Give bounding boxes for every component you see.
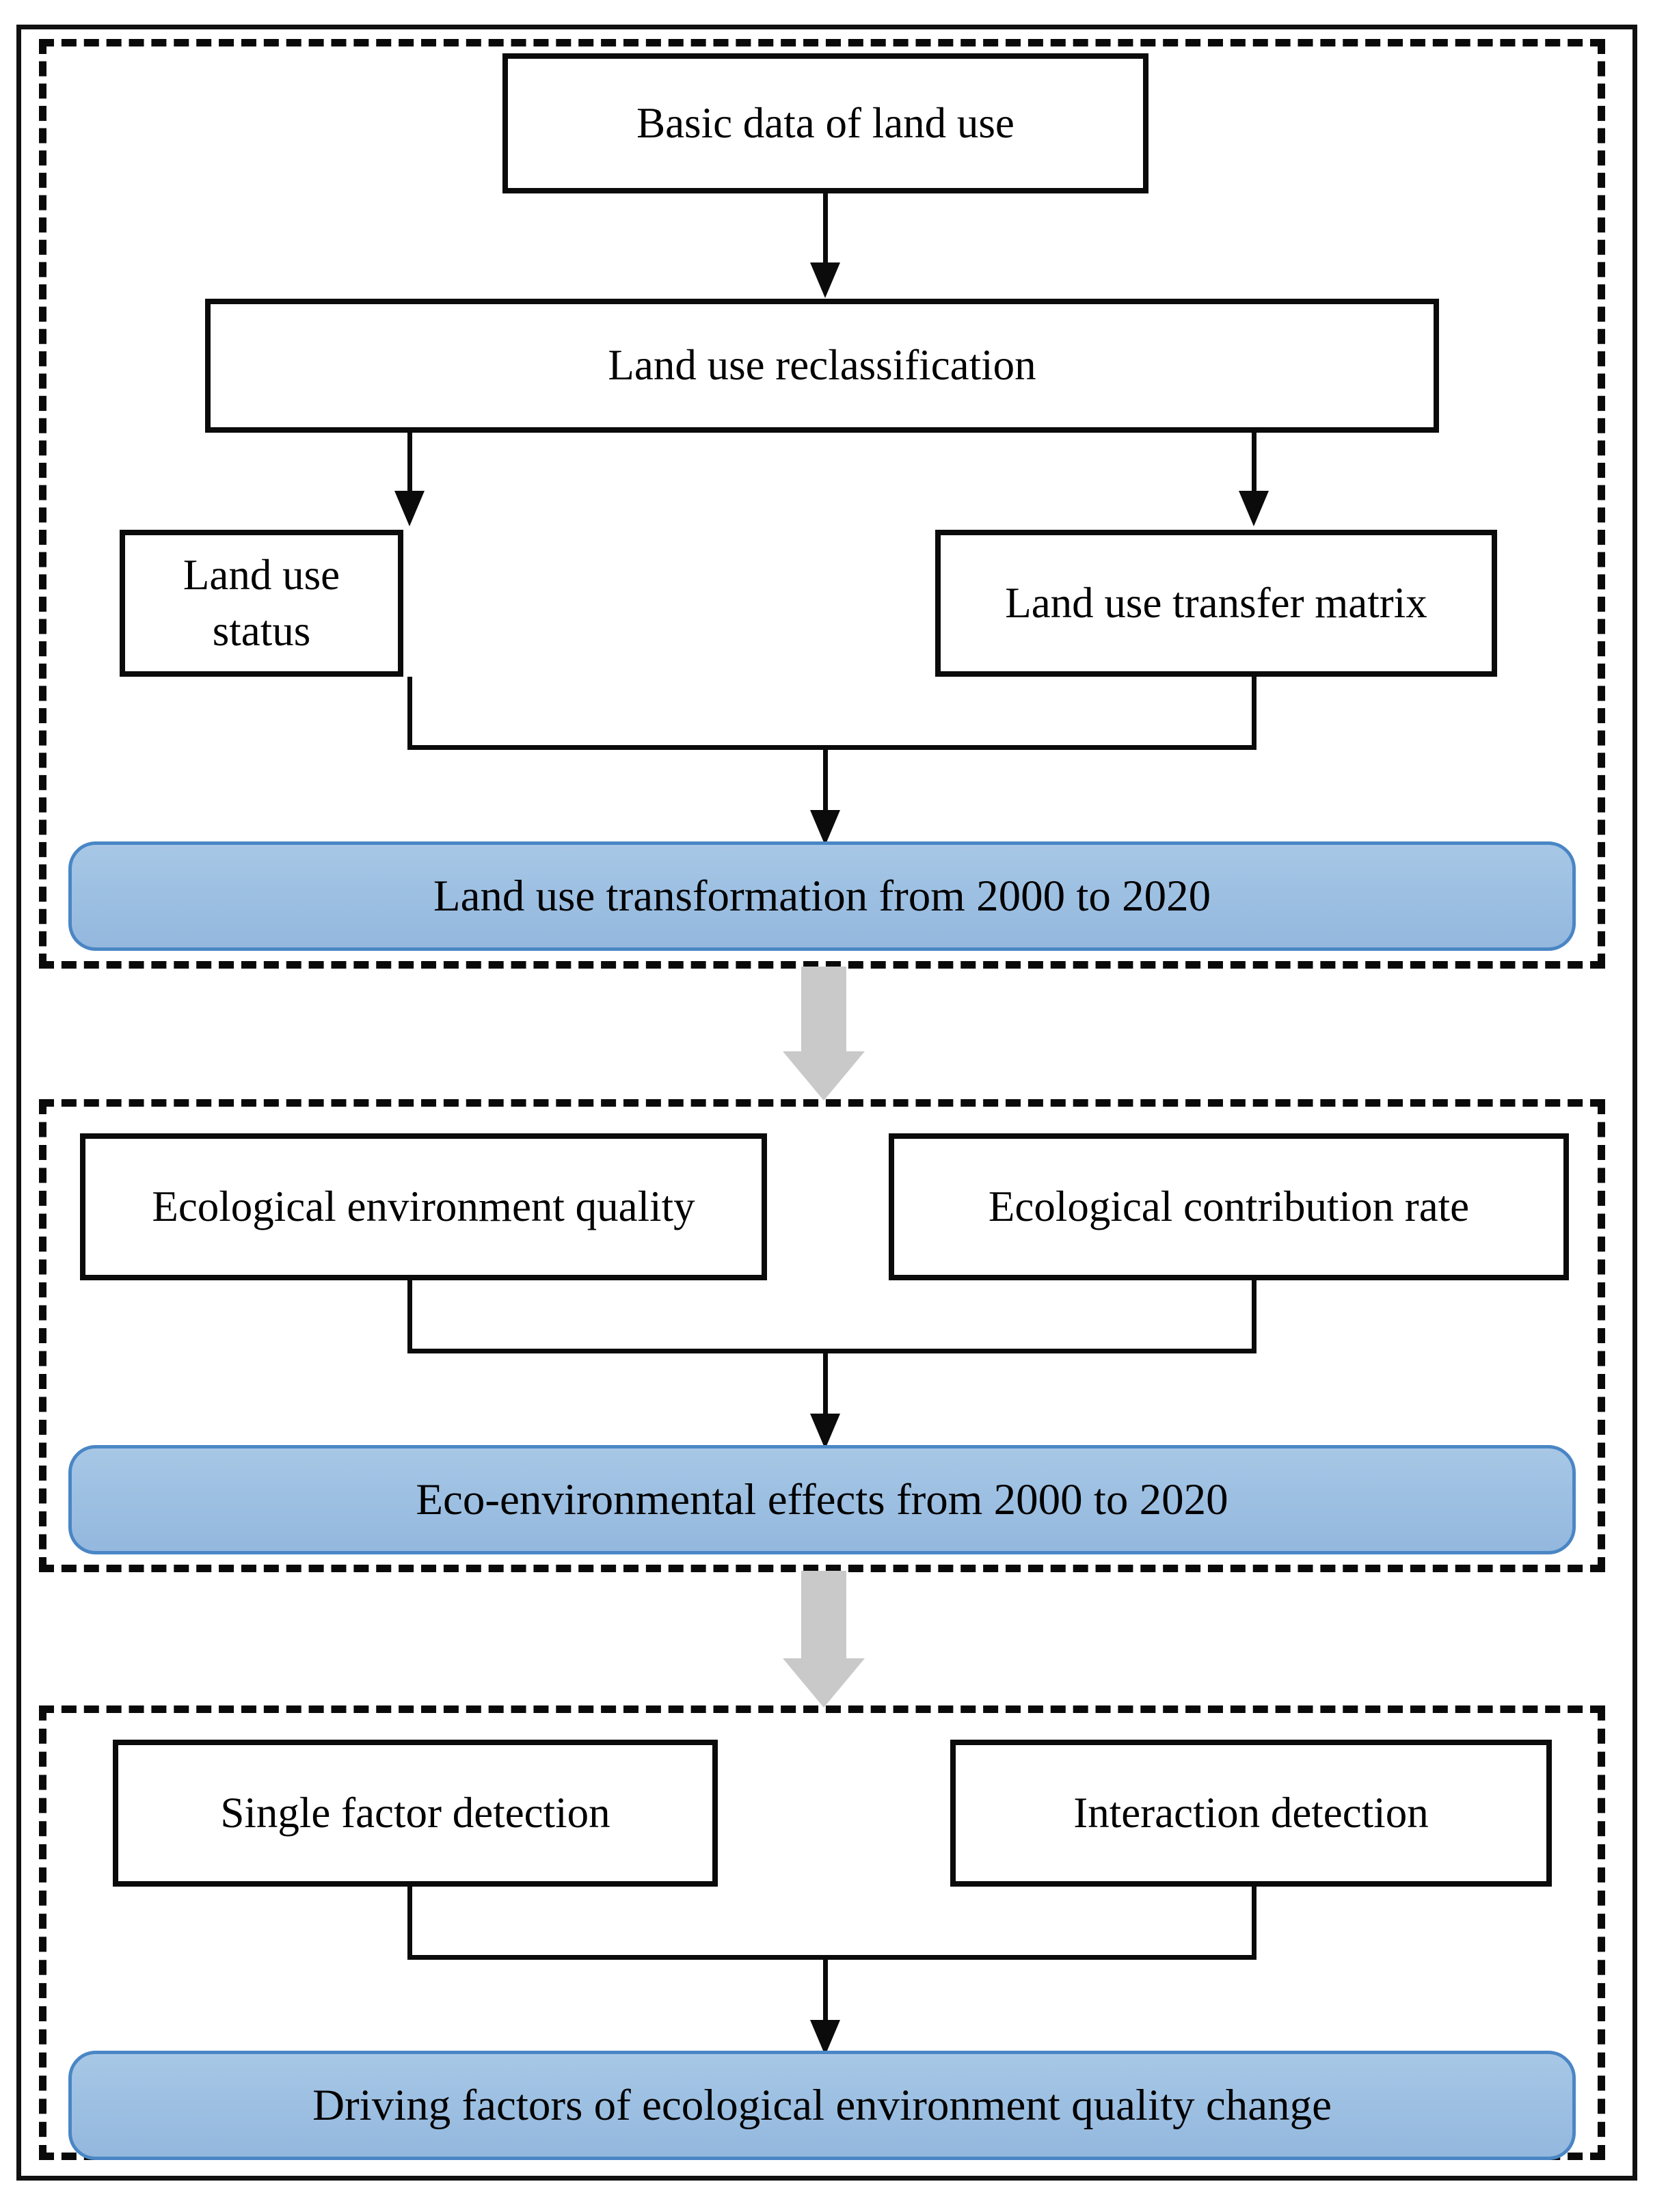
box-label: Land use transfer matrix xyxy=(1005,578,1427,627)
box-land-use-reclassification[interactable]: Land use reclassification xyxy=(205,299,1439,433)
box-label: Ecological contribution rate xyxy=(988,1182,1470,1230)
connector-basic-to-reclassification xyxy=(823,193,828,265)
block-arrow-head xyxy=(783,1051,865,1101)
result-label: Driving factors of ecological environmen… xyxy=(312,2081,1332,2130)
connector-reclass-split-right xyxy=(1252,433,1256,493)
block-arrow-stage1-to-stage2 xyxy=(783,967,865,1101)
connector-merge-bar-stage2 xyxy=(407,1349,1256,1353)
box-label: Single factor detection xyxy=(220,1788,610,1837)
result-label: Eco-environmental effects from 2000 to 2… xyxy=(416,1475,1228,1524)
box-basic-data-of-land-use[interactable]: Basic data of land use xyxy=(502,53,1148,193)
box-single-factor-detection[interactable]: Single factor detection xyxy=(113,1740,718,1887)
arrowhead-reclass-to-status xyxy=(394,491,425,526)
box-interaction-detection[interactable]: Interaction detection xyxy=(950,1740,1552,1887)
arrowhead-reclass-to-transfer-matrix xyxy=(1239,491,1269,526)
block-arrow-head xyxy=(783,1658,865,1708)
block-arrow-shaft xyxy=(801,1571,846,1658)
box-label: Land use reclassification xyxy=(608,341,1036,390)
box-ecological-contribution-rate[interactable]: Ecological contribution rate xyxy=(889,1133,1569,1280)
connector-status-down xyxy=(407,677,412,745)
box-land-use-status[interactable]: Land use status xyxy=(120,530,403,677)
box-label: Ecological environment quality xyxy=(152,1182,695,1230)
connector-merge-to-result2 xyxy=(823,1349,828,1416)
connector-merge-bar-stage3 xyxy=(407,1955,1256,1960)
result-eco-environmental-effects[interactable]: Eco-environmental effects from 2000 to 2… xyxy=(68,1445,1576,1554)
result-driving-factors[interactable]: Driving factors of ecological environmen… xyxy=(68,2051,1576,2160)
connector-eco-quality-down xyxy=(407,1280,412,1349)
result-land-use-transformation[interactable]: Land use transformation from 2000 to 202… xyxy=(68,841,1576,951)
block-arrow-shaft xyxy=(801,967,846,1051)
box-label: Basic data of land use xyxy=(636,98,1014,147)
arrowhead-merge-to-result1 xyxy=(810,810,840,846)
connector-merge-to-result1 xyxy=(823,745,828,812)
connector-interaction-down xyxy=(1252,1887,1256,1955)
block-arrow-stage2-to-stage3 xyxy=(783,1571,865,1708)
box-land-use-transfer-matrix[interactable]: Land use transfer matrix xyxy=(935,530,1497,677)
box-ecological-environment-quality[interactable]: Ecological environment quality xyxy=(80,1133,767,1280)
connector-merge-bar-stage1 xyxy=(407,745,1256,750)
box-label: Interaction detection xyxy=(1073,1788,1429,1837)
stage-panel-land-use-transformation xyxy=(39,39,1605,969)
connector-eco-contribution-down xyxy=(1252,1280,1256,1349)
outer-frame xyxy=(16,25,1637,2181)
connector-transfer-matrix-down xyxy=(1252,677,1256,745)
box-label: Land use status xyxy=(183,550,340,655)
arrowhead-basic-to-reclassification xyxy=(810,262,840,298)
arrowhead-merge-to-result3 xyxy=(810,2020,840,2055)
connector-reclass-split-left xyxy=(407,433,412,493)
result-label: Land use transformation from 2000 to 202… xyxy=(433,872,1211,921)
connector-merge-to-result3 xyxy=(823,1955,828,2022)
stage-panel-eco-environmental-effects xyxy=(39,1099,1605,1572)
connector-single-factor-down xyxy=(407,1887,412,1955)
arrowhead-merge-to-result2 xyxy=(810,1414,840,1449)
